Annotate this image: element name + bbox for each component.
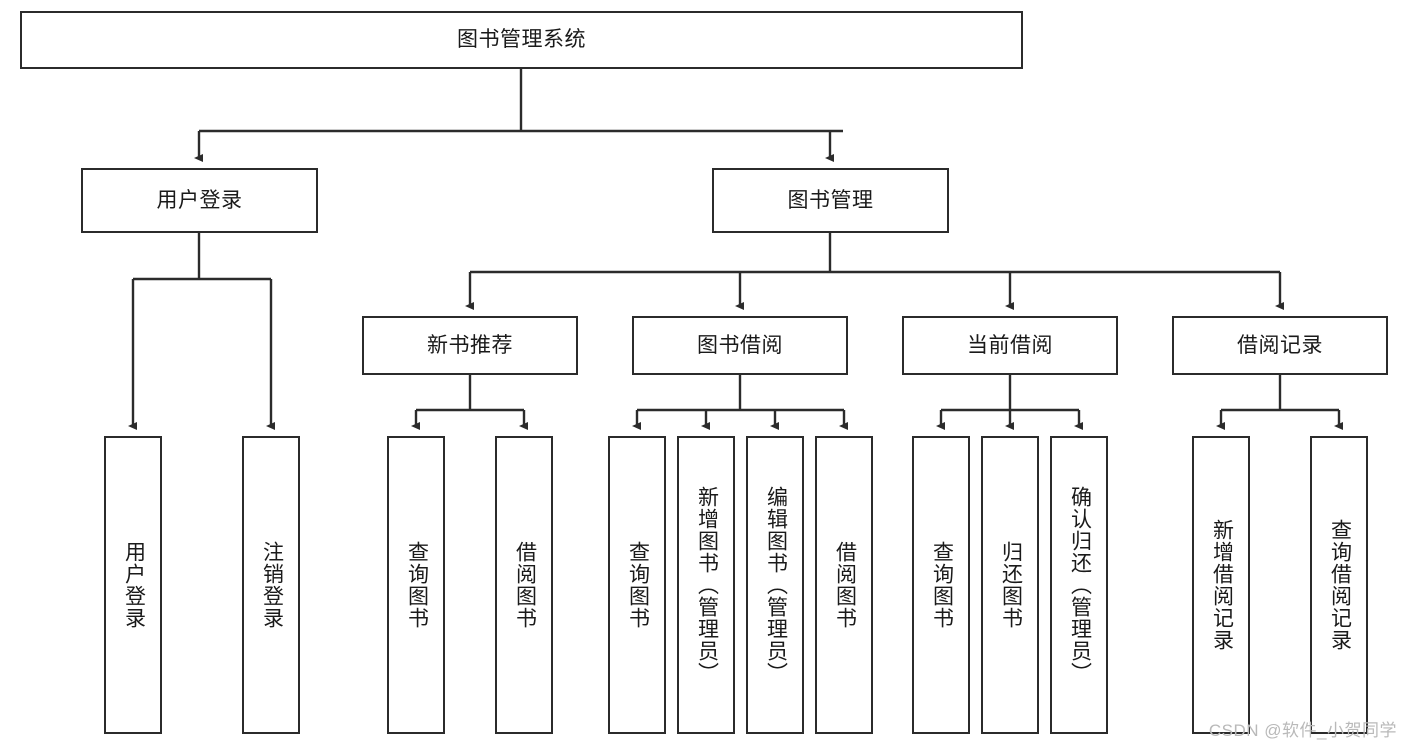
node-root-system[interactable]: 图书管理系统 [20,11,1023,69]
node-book-management[interactable]: 图书管理 [712,168,949,233]
node-label: 编辑图书（管理员） [764,486,788,684]
node-label: 借阅图书 [833,541,857,629]
node-book-borrow[interactable]: 图书借阅 [632,316,848,375]
node-label: 查询图书 [930,541,954,629]
node-label: 查询借阅记录 [1328,519,1352,651]
node-leaf-book-borrow-3[interactable]: 编辑图书（管理员） [746,436,804,734]
node-label: 当前借阅 [967,333,1053,357]
node-leaf-current-borrow-2[interactable]: 归还图书 [981,436,1039,734]
node-leaf-book-borrow-2[interactable]: 新增图书（管理员） [677,436,735,734]
node-label: 图书借阅 [697,333,783,357]
node-leaf-new-book-2[interactable]: 借阅图书 [495,436,553,734]
node-label: 用户登录 [122,541,146,629]
node-label: 归还图书 [999,541,1023,629]
node-label: 查询图书 [626,541,650,629]
node-label: 新增图书（管理员） [695,486,719,684]
node-label: 新书推荐 [427,333,513,357]
node-leaf-borrow-record-1[interactable]: 新增借阅记录 [1192,436,1250,734]
node-current-borrow[interactable]: 当前借阅 [902,316,1118,375]
node-leaf-current-borrow-1[interactable]: 查询图书 [912,436,970,734]
node-leaf-book-borrow-4[interactable]: 借阅图书 [815,436,873,734]
node-label: 借阅图书 [513,541,537,629]
node-label: 借阅记录 [1237,333,1323,357]
node-label: 图书管理系统 [457,28,586,52]
watermark-text: CSDN @软件_小贺同学 [1208,721,1397,740]
node-label: 图书管理 [787,188,874,212]
node-leaf-new-book-1[interactable]: 查询图书 [387,436,445,734]
node-label: 新增借阅记录 [1210,519,1234,651]
node-user-login[interactable]: 用户登录 [81,168,318,233]
node-label: 注销登录 [260,541,284,629]
node-leaf-book-borrow-1[interactable]: 查询图书 [608,436,666,734]
node-label: 确认归还（管理员） [1068,486,1092,684]
node-leaf-user-login-2[interactable]: 注销登录 [242,436,300,734]
node-new-book-recommend[interactable]: 新书推荐 [362,316,578,375]
node-borrow-record[interactable]: 借阅记录 [1172,316,1388,375]
node-leaf-current-borrow-3[interactable]: 确认归还（管理员） [1050,436,1108,734]
node-leaf-user-login-1[interactable]: 用户登录 [104,436,162,734]
node-label: 查询图书 [405,541,429,629]
node-label: 用户登录 [156,188,243,212]
node-leaf-borrow-record-2[interactable]: 查询借阅记录 [1310,436,1368,734]
